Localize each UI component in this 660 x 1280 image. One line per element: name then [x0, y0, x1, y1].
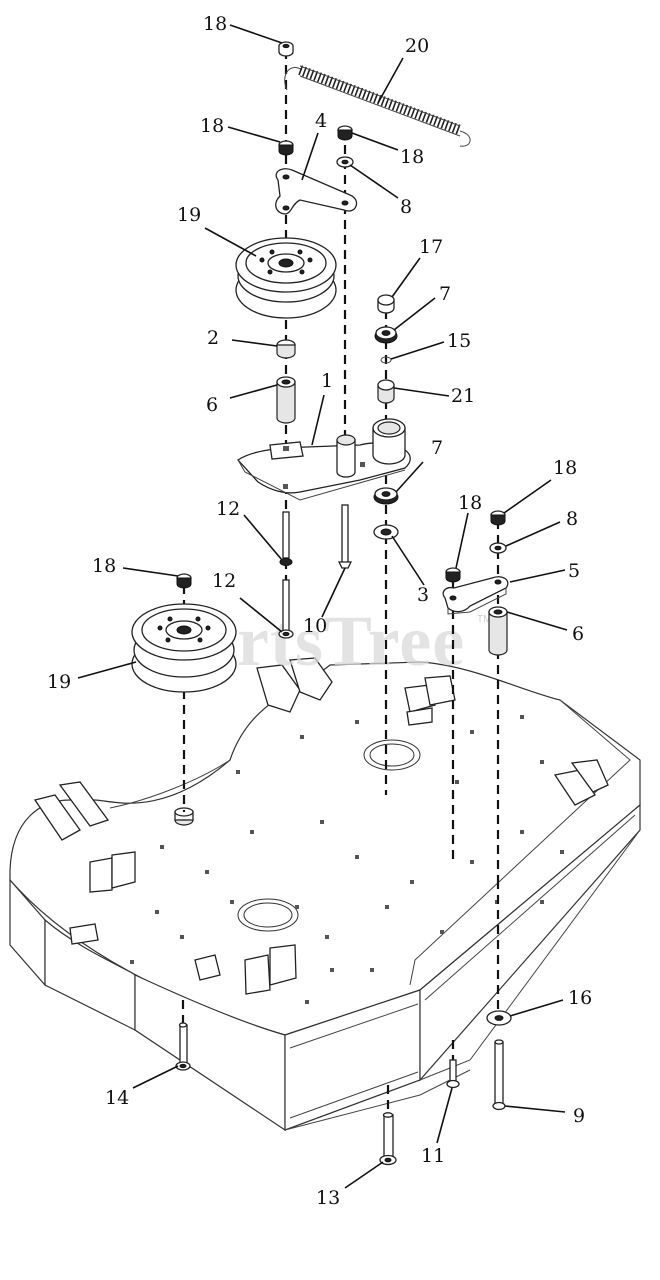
mower-deck: [9, 657, 641, 1132]
deck-rivets: [130, 715, 564, 1004]
callout-6: 6: [206, 394, 218, 416]
locknut: [278, 140, 294, 156]
callout-18: 18: [400, 146, 424, 168]
idler-pulley: [131, 603, 237, 693]
bolt: [175, 1022, 191, 1071]
bushing: [276, 339, 296, 359]
callout-11: 11: [421, 1145, 445, 1167]
callout-17: 17: [419, 236, 443, 258]
deck-bracket: [33, 781, 110, 841]
callout-8: 8: [566, 508, 578, 530]
callout-20: 20: [405, 35, 429, 57]
bearing: [374, 326, 398, 344]
deck-bracket: [69, 923, 99, 945]
deck-bracket: [194, 954, 221, 981]
callout-labels: 18 20 18 4 18 8 19 17 7 2 15 1 6 21 7 18…: [47, 13, 592, 1209]
bolt: [279, 511, 293, 566]
callout-15: 15: [447, 330, 471, 352]
idler-arm: [275, 168, 358, 215]
callout-18: 18: [458, 492, 482, 514]
watermark-trademark: TM: [477, 614, 491, 625]
callout-3: 3: [417, 584, 429, 606]
washer: [486, 1010, 512, 1026]
callout-19: 19: [177, 204, 201, 226]
pivot-plate: [237, 418, 411, 501]
cap: [377, 294, 395, 314]
callout-18: 18: [553, 457, 577, 479]
callout-14: 14: [105, 1087, 129, 1109]
callout-12: 12: [216, 498, 240, 520]
callout-5: 5: [568, 560, 580, 582]
callout-6: 6: [572, 623, 584, 645]
bushing: [377, 379, 395, 404]
leader-lines: [77, 24, 568, 1189]
callout-18: 18: [92, 555, 116, 577]
spacer-tube: [276, 376, 296, 424]
deck-bracket: [89, 851, 136, 893]
callout-13: 13: [316, 1187, 340, 1209]
bracket: [442, 576, 509, 615]
callout-4: 4: [315, 110, 327, 132]
deck-bracket: [244, 944, 297, 995]
deck-bracket: [256, 657, 333, 713]
bearing: [373, 487, 399, 505]
locknut: [176, 573, 192, 589]
locknut: [337, 125, 353, 141]
deck-bracket: [404, 675, 456, 726]
bolt: [278, 579, 294, 639]
bolt: [492, 1039, 506, 1111]
bolt: [379, 1112, 397, 1166]
locknut: [445, 567, 461, 583]
callout-18: 18: [203, 13, 227, 35]
bolt: [337, 504, 353, 569]
callout-7: 7: [439, 283, 451, 305]
spacer: [336, 156, 354, 168]
callout-1: 1: [321, 370, 333, 392]
locknut: [278, 41, 294, 57]
callout-12: 12: [212, 570, 236, 592]
callout-2: 2: [207, 327, 219, 349]
spacer: [489, 542, 507, 554]
idler-pulley: [235, 237, 337, 319]
extension-spring: [284, 65, 471, 147]
deck-bracket: [553, 759, 609, 806]
callout-18: 18: [200, 115, 224, 137]
callout-10: 10: [303, 615, 327, 637]
callout-7: 7: [431, 437, 443, 459]
locknut: [490, 510, 506, 526]
callout-21: 21: [451, 385, 475, 407]
callout-8: 8: [400, 196, 412, 218]
callout-16: 16: [568, 987, 592, 1009]
washer: [373, 524, 399, 540]
bolt: [446, 1059, 460, 1089]
callout-19: 19: [47, 671, 71, 693]
callout-9: 9: [573, 1105, 585, 1127]
snap-ring: [380, 356, 392, 364]
spacer-tube: [488, 606, 508, 656]
